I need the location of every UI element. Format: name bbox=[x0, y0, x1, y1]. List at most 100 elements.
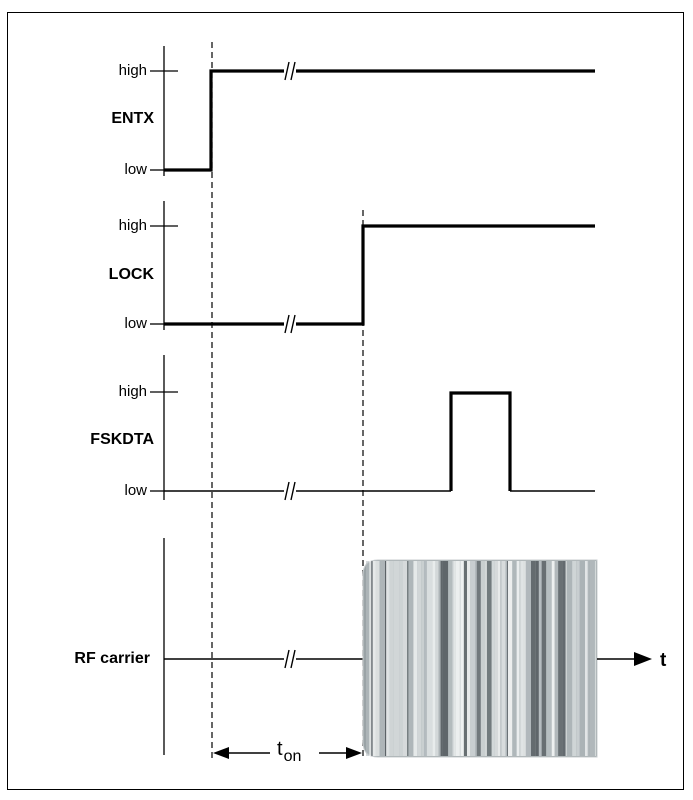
carrier-stripe bbox=[476, 561, 481, 756]
carrier-stripe bbox=[448, 561, 453, 756]
carrier-stripe bbox=[426, 561, 433, 756]
lock-signal-label: LOCK bbox=[108, 266, 154, 283]
carrier-stripe bbox=[594, 561, 596, 756]
fskdta-pulse bbox=[449, 391, 512, 491]
carrier-stripe bbox=[435, 561, 439, 756]
entx-low-label: low bbox=[124, 161, 147, 178]
carrier-stripe bbox=[485, 561, 487, 756]
carrier-stripe bbox=[438, 561, 441, 756]
carrier-stripe bbox=[498, 561, 500, 756]
lock-high-label: high bbox=[118, 217, 147, 234]
carrier-stripe bbox=[417, 561, 421, 756]
carrier-stripe bbox=[491, 561, 495, 756]
arrow-right-icon bbox=[346, 747, 362, 759]
carrier-stripe bbox=[460, 561, 464, 756]
carrier-stripe bbox=[424, 561, 427, 756]
break-mark-icon bbox=[284, 481, 296, 501]
arrow-left-icon bbox=[213, 747, 229, 759]
carrier-stripe bbox=[413, 561, 418, 756]
carrier-stripe bbox=[512, 561, 517, 756]
rf-carrier-stripes bbox=[366, 561, 596, 756]
carrier-stripe bbox=[375, 561, 380, 756]
time-axis-label: t bbox=[660, 650, 667, 671]
carrier-stripe bbox=[541, 561, 547, 756]
carrier-stripe bbox=[407, 561, 409, 756]
entx-signal-label: ENTX bbox=[111, 110, 154, 127]
carrier-stripe bbox=[393, 561, 400, 756]
carrier-stripe bbox=[507, 561, 508, 756]
carrier-stripe bbox=[455, 561, 460, 756]
ton-label-t: t bbox=[277, 738, 283, 760]
carrier-stripe bbox=[399, 561, 403, 756]
carrier-stripe bbox=[452, 561, 454, 756]
carrier-stripe bbox=[381, 561, 385, 756]
carrier-stripe bbox=[566, 561, 573, 756]
carrier-stripe bbox=[453, 561, 456, 756]
break-mark-icon bbox=[284, 61, 296, 81]
fskdta-signal-label: FSKDTA bbox=[90, 431, 154, 448]
carrier-stripe bbox=[387, 561, 390, 756]
carrier-stripe bbox=[459, 561, 461, 756]
carrier-stripe bbox=[372, 561, 376, 756]
carrier-stripe bbox=[546, 561, 552, 756]
carrier-stripe bbox=[508, 561, 513, 756]
carrier-stripe bbox=[538, 561, 542, 756]
carrier-stripe bbox=[475, 561, 477, 756]
break-mark-icon bbox=[284, 314, 296, 334]
carrier-stripe bbox=[467, 561, 471, 756]
carrier-stripe bbox=[366, 561, 370, 756]
carrier-stripe bbox=[554, 561, 559, 756]
fskdta-high-label: high bbox=[118, 383, 147, 400]
carrier-stripe bbox=[516, 561, 520, 756]
diagram-frame bbox=[7, 12, 684, 790]
carrier-stripe bbox=[531, 561, 533, 756]
carrier-stripe bbox=[587, 561, 590, 756]
carrier-stripe bbox=[519, 561, 521, 756]
carrier-stripe bbox=[525, 561, 531, 756]
carrier-stripe bbox=[551, 561, 555, 756]
entx-waveform bbox=[164, 69, 284, 172]
carrier-stripe bbox=[558, 561, 563, 756]
carrier-stripe bbox=[585, 561, 588, 756]
carrier-stripe bbox=[576, 561, 580, 756]
carrier-stripe bbox=[421, 561, 425, 756]
carrier-stripe bbox=[402, 561, 408, 756]
carrier-stripe bbox=[562, 561, 566, 756]
rf-carrier-signal-label: RF carrier bbox=[74, 650, 150, 667]
carrier-stripe bbox=[501, 561, 506, 756]
carrier-stripe bbox=[565, 561, 567, 756]
carrier-stripe bbox=[579, 561, 585, 756]
carrier-stripe bbox=[463, 561, 467, 756]
carrier-stripe bbox=[470, 561, 476, 756]
carrier-stripe bbox=[389, 561, 394, 756]
carrier-stripe bbox=[480, 561, 486, 756]
carrier-stripe bbox=[386, 561, 388, 756]
carrier-stripe bbox=[500, 561, 502, 756]
lock-waveform bbox=[296, 224, 595, 326]
carrier-stripe bbox=[589, 561, 595, 756]
carrier-stripe bbox=[532, 561, 536, 756]
carrier-stripe bbox=[379, 561, 382, 756]
carrier-stripe bbox=[535, 561, 539, 756]
carrier-stripe bbox=[442, 561, 449, 756]
carrier-stripe bbox=[369, 561, 372, 756]
carrier-stripe bbox=[385, 561, 387, 756]
carrier-stripe bbox=[486, 561, 492, 756]
lock-low-label: low bbox=[124, 315, 147, 332]
ton-label-subscript: on bbox=[283, 748, 302, 765]
carrier-stripe bbox=[432, 561, 436, 756]
carrier-stripe bbox=[572, 561, 577, 756]
fskdta-low-label: low bbox=[124, 482, 147, 499]
ton-label: ton bbox=[277, 739, 301, 765]
carrier-stripe bbox=[371, 561, 373, 756]
carrier-stripe bbox=[408, 561, 414, 756]
entx-high-label: high bbox=[118, 62, 147, 79]
carrier-stripe bbox=[494, 561, 498, 756]
carrier-stripe bbox=[520, 561, 523, 756]
break-mark-icon bbox=[284, 649, 296, 669]
carrier-stripe bbox=[522, 561, 526, 756]
carrier-stripe bbox=[440, 561, 443, 756]
carrier-stripe bbox=[505, 561, 507, 756]
